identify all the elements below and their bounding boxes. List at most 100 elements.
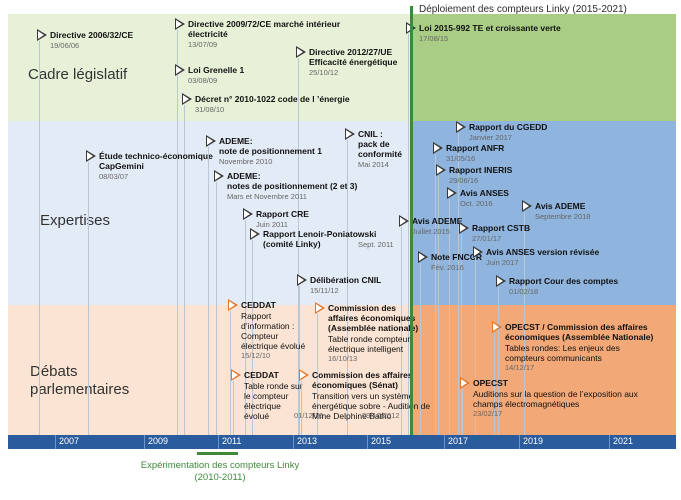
event-connector (208, 147, 209, 435)
event-title: CEDDAT (241, 300, 276, 310)
event-title: ADEME: note de positionnement 1 (219, 136, 322, 156)
event-date: 31/05/16 (446, 154, 476, 163)
event-connector (216, 182, 217, 435)
event-connector (408, 34, 409, 435)
label-cadre-legislatif: Cadre législatif (28, 66, 128, 83)
event-connector (184, 105, 185, 435)
axis-tick-separator (144, 435, 145, 449)
event-marker-icon (86, 150, 96, 162)
axis-tick-separator (444, 435, 445, 449)
event-title: Directive 2006/32/CE (50, 30, 134, 40)
event-date: 23/02/17 (473, 409, 503, 418)
event-connector (461, 234, 462, 435)
event-marker-icon (297, 274, 307, 286)
event-date: Fév. 2016 (431, 263, 464, 272)
event-marker-icon (418, 251, 428, 263)
event-connector (177, 76, 178, 435)
event-description: Table ronde sur le compteur électrique é… (244, 381, 303, 421)
event-title: Rapport Cour des comptes (509, 276, 619, 286)
axis-tick-label: 2013 (297, 436, 318, 446)
axis-tick-separator (293, 435, 294, 449)
event-connector (401, 227, 402, 435)
event-marker-icon (228, 299, 238, 311)
event-date: 19/06/06 (50, 41, 80, 50)
event-connector (435, 154, 436, 435)
event-title: Décret n° 2010-1022 code de l ’énergie (195, 94, 350, 104)
event-title: Directive 2009/72/CE marché intérieur él… (188, 19, 341, 39)
axis-tick-label: 2019 (523, 436, 544, 446)
event-title: Rapport ANFR (446, 143, 505, 153)
event-description: Tables rondes: Les enjeux des compteurs … (505, 343, 620, 363)
band-cadre-legislatif-deployment (412, 14, 676, 121)
event-title: Rapport Lenoir-Poniatowski (comité Linky… (263, 229, 377, 249)
event-connector (498, 287, 499, 435)
event-marker-icon (436, 164, 446, 176)
event-title: Rapport CRE (256, 209, 309, 219)
event-marker-icon (182, 93, 192, 105)
event-connector (299, 286, 300, 435)
axis-tick-label: 2009 (148, 436, 169, 446)
event-date: 09/10/2012 (362, 411, 400, 420)
event-connector (245, 220, 246, 435)
event-connector (458, 133, 459, 435)
event-date: 16/10/13 (328, 354, 358, 363)
event-description: Transition vers un système énergétique s… (312, 391, 431, 421)
axis-tick-label: 2021 (613, 436, 634, 446)
experimentation-label: Expérimentation des compteurs Linky (201… (140, 460, 300, 483)
axis-tick-separator (218, 435, 219, 449)
event-connector (462, 389, 463, 435)
event-title: Commission des affaires économiques (Ass… (328, 303, 419, 333)
event-connector (298, 58, 299, 435)
experimentation-bar (197, 452, 238, 455)
band-expertises-deployment (412, 121, 676, 305)
event-title: Avis ANSES version révisée (486, 247, 600, 257)
event-date: 03/08/09 (188, 76, 218, 85)
event-title: Rapport du CGEDD (469, 122, 548, 132)
event-marker-icon (214, 170, 224, 182)
event-title: Rapport CSTB (472, 223, 531, 233)
event-connector (39, 41, 40, 435)
event-title: Avis ADEME (412, 216, 463, 226)
event-marker-icon (175, 64, 185, 76)
event-marker-icon (433, 142, 443, 154)
event-marker-icon (456, 121, 466, 133)
deployment-label: Déploiement des compteurs Linky (2015-20… (419, 4, 627, 15)
event-connector (301, 381, 302, 435)
event-title: Directive 2012/27/UE Efficacité énergéti… (309, 47, 398, 67)
event-date: 15/12/10 (241, 351, 271, 360)
axis-tick-separator (519, 435, 520, 449)
event-connector (317, 314, 318, 435)
event-date: 15/11/12 (310, 286, 339, 295)
event-marker-icon (460, 377, 470, 389)
event-title: ADEME: notes de positionnement (2 et 3) (227, 171, 358, 191)
event-connector (524, 212, 525, 435)
axis-tick-separator (55, 435, 56, 449)
event-date: Mars et Novembre 2011 (227, 192, 307, 201)
event-connector (494, 333, 495, 435)
event-title: OPECST / Commission des affaires économi… (505, 322, 654, 342)
event-title: Commission des affaires économiques (Sén… (312, 370, 413, 390)
event-title: Rapport INERIS (449, 165, 513, 175)
event-marker-icon (447, 187, 457, 199)
event-date: 14/12/17 (505, 363, 535, 372)
event-date: Sept. 2011 (358, 240, 394, 249)
event-marker-icon (459, 222, 469, 234)
event-date: 01/12/10 (294, 411, 324, 420)
event-marker-icon (37, 29, 47, 41)
event-marker-icon (299, 369, 309, 381)
event-connector (230, 311, 231, 435)
event-marker-icon (315, 302, 325, 314)
label-expertises: Expertises (40, 212, 111, 229)
event-connector (347, 140, 348, 435)
event-date: Septembre 2018 (535, 212, 591, 221)
event-date: Mai 2014 (358, 160, 389, 169)
axis-tick-label: 2007 (59, 436, 80, 446)
event-date: 29/06/16 (449, 176, 479, 185)
event-marker-icon (522, 200, 532, 212)
event-connector (475, 258, 476, 435)
axis-tick-label: 2017 (448, 436, 469, 446)
event-date: 01/02/18 (509, 287, 539, 296)
axis-tick-label: 2011 (222, 436, 242, 446)
